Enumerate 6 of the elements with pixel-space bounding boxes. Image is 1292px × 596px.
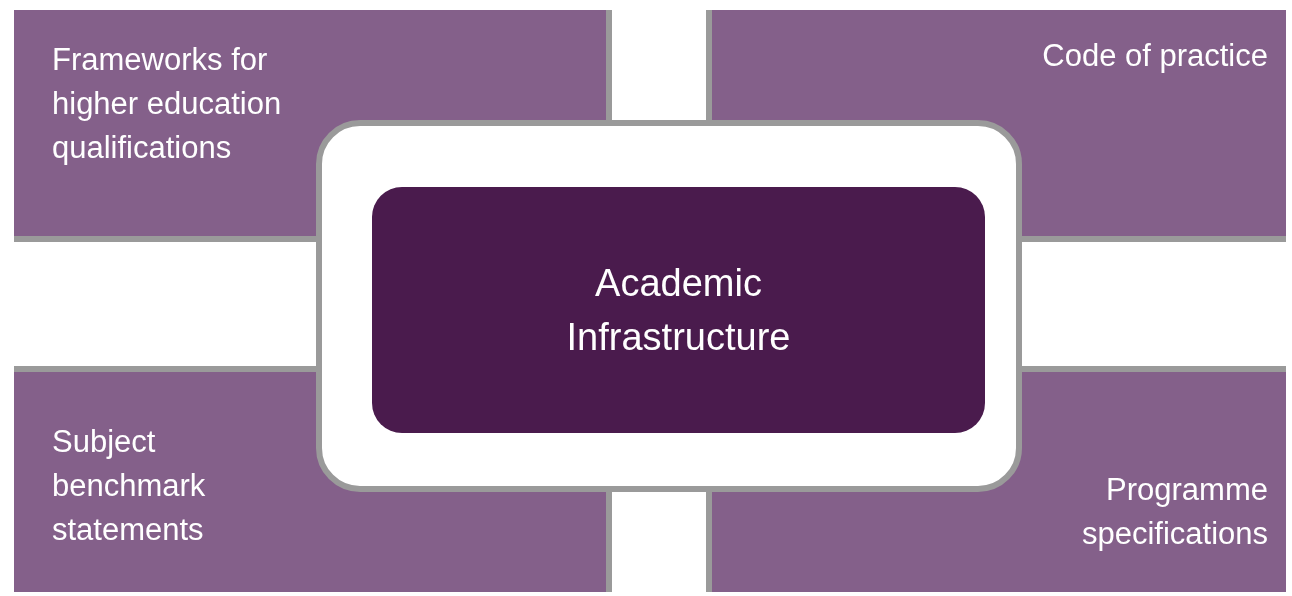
center-label: Academic Infrastructure — [565, 261, 792, 360]
panel-label: Frameworks for higher education qualifications — [52, 41, 283, 167]
panel-label: Code of practice — [1042, 37, 1268, 75]
panel-label: Programme specifications — [1080, 471, 1268, 553]
panel-label: Subject benchmark statements — [52, 423, 207, 549]
center-box — [372, 187, 985, 433]
